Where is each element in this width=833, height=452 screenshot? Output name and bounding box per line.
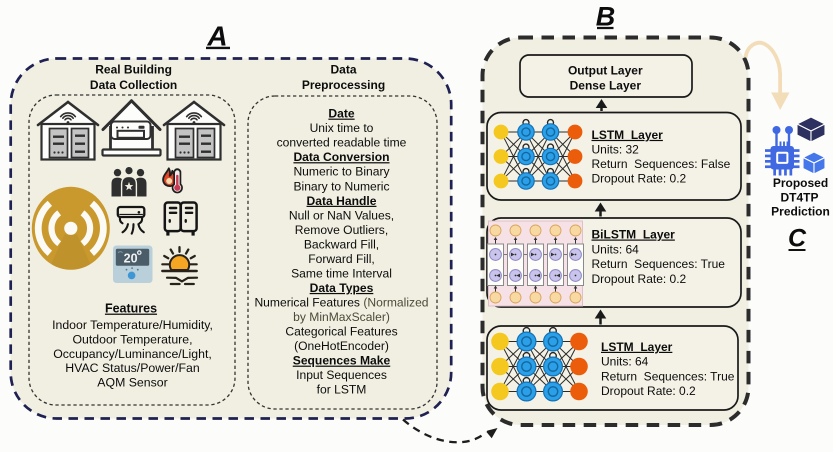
- svg-text:Features: Features: [105, 302, 157, 316]
- svg-text:Outdoor Temperature,: Outdoor Temperature,: [72, 332, 192, 346]
- svg-text:Dropout Rate: 0.2: Dropout Rate: 0.2: [601, 384, 696, 398]
- svg-text:Proposed: Proposed: [773, 176, 828, 190]
- svg-text:C: C: [788, 224, 807, 252]
- svg-text:Backward Fill,: Backward Fill,: [304, 237, 379, 251]
- svg-text:Prediction: Prediction: [771, 205, 830, 219]
- svg-text:converted readable time: converted readable time: [277, 136, 407, 150]
- svg-text:Dropout Rate: 0.2: Dropout Rate: 0.2: [592, 272, 687, 286]
- svg-text:B: B: [596, 2, 616, 32]
- svg-text:Preprocessing: Preprocessing: [302, 78, 385, 92]
- svg-text:Numeric to Binary: Numeric to Binary: [293, 165, 390, 179]
- svg-text:HVAC Status/Power/Fan: HVAC Status/Power/Fan: [65, 361, 200, 375]
- svg-text:Null or NaN Values,: Null or NaN Values,: [289, 208, 394, 222]
- svg-text:20: 20: [124, 251, 138, 265]
- svg-text:Data Handle: Data Handle: [307, 194, 377, 208]
- svg-text:Data Conversion: Data Conversion: [293, 150, 389, 164]
- svg-text:AQM Sensor: AQM Sensor: [97, 376, 167, 390]
- svg-text:Data: Data: [330, 63, 356, 77]
- svg-text:Indoor Temperature/Humidity,: Indoor Temperature/Humidity,: [52, 318, 213, 332]
- svg-text:Same time Interval: Same time Interval: [291, 266, 392, 280]
- svg-text:Date: Date: [328, 107, 354, 121]
- svg-text:Dropout Rate: 0.2: Dropout Rate: 0.2: [592, 171, 687, 185]
- svg-text:Units: 64: Units: 64: [601, 355, 649, 369]
- svg-text:Return Sequences: False: Return Sequences: False: [592, 157, 731, 171]
- svg-text:Categorical Features: Categorical Features: [285, 325, 397, 339]
- svg-text:Sequences Make: Sequences Make: [293, 354, 391, 368]
- svg-text:Occupancy/Luminance/Light,: Occupancy/Luminance/Light,: [53, 347, 212, 361]
- svg-text:Unix time to: Unix time to: [310, 121, 374, 135]
- svg-text:Numerical Features (Normalized: Numerical Features (Normalized: [254, 296, 428, 310]
- svg-text:Dense Layer: Dense Layer: [570, 79, 642, 93]
- svg-text:Binary to Numeric: Binary to Numeric: [293, 179, 389, 193]
- svg-text:Input Sequences: Input Sequences: [296, 368, 387, 382]
- svg-text:Return Sequences: True: Return Sequences: True: [592, 257, 726, 271]
- svg-text:(OneHotEncoder): (OneHotEncoder): [294, 339, 389, 353]
- svg-text:by MinMaxScaler): by MinMaxScaler): [293, 310, 390, 324]
- svg-text:A: A: [206, 21, 227, 52]
- svg-text:Units: 32: Units: 32: [592, 142, 640, 156]
- svg-text:Output Layer: Output Layer: [568, 64, 643, 78]
- svg-text:Units: 64: Units: 64: [592, 242, 640, 256]
- svg-text:LSTM Layer: LSTM Layer: [592, 128, 664, 142]
- svg-text:Data Collection: Data Collection: [90, 78, 177, 92]
- svg-text:Forward Fill,: Forward Fill,: [308, 252, 375, 266]
- svg-text:LSTM Layer: LSTM Layer: [601, 340, 673, 354]
- svg-text:Real Building: Real Building: [95, 63, 172, 77]
- svg-text:Remove Outliers,: Remove Outliers,: [295, 223, 388, 237]
- svg-text:DT4TP: DT4TP: [780, 190, 818, 204]
- svg-text:BiLSTM Layer: BiLSTM Layer: [592, 228, 676, 242]
- svg-text:Return Sequences: True: Return Sequences: True: [601, 369, 735, 383]
- svg-text:Data Types: Data Types: [310, 281, 374, 295]
- svg-text:for LSTM: for LSTM: [317, 383, 367, 397]
